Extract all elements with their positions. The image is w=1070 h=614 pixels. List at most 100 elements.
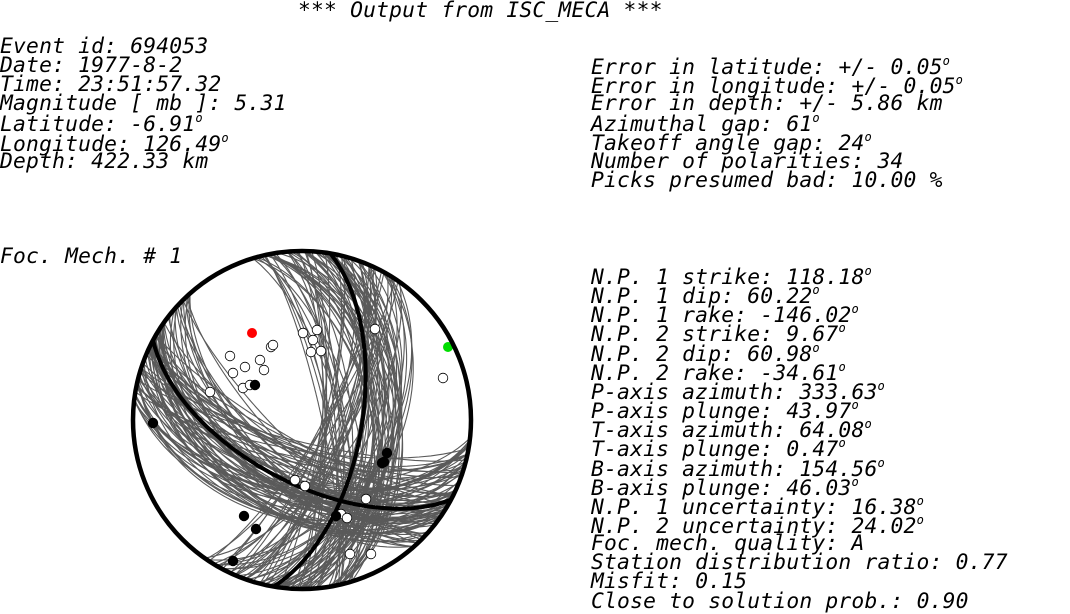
dilatation-pick [297,327,309,339]
error-unit: o [955,73,964,88]
event-line: Latitude: -6.91o [0,112,203,135]
dilatation-pick [204,386,216,398]
solution-curve-np1 [142,362,462,479]
event-label: Date: [0,53,66,79]
mechanism-line: Misfit: 0.15 [591,571,747,592]
mechanism-line: B-axis azimuth: 154.56o [591,457,885,480]
mechanism-unit: o [812,283,820,298]
solution-curve-np2 [255,257,402,584]
error-value: +/- 5.86 km [799,91,943,117]
mechanism-label: N.P. 2 dip: [591,341,735,367]
solution-curve-np2 [297,250,326,590]
solution-curve-np2 [262,255,346,585]
solution-curve-np2 [269,253,341,587]
error-value: +/- 0.05 [851,74,956,100]
dilatation-pick [365,548,377,560]
solution-curve-np1 [149,345,454,495]
mechanism-unit: o [916,493,924,508]
solution-curve-np1 [180,299,421,543]
mechanism-unit: o [864,264,872,278]
mechanism-line: Close to solution prob.: 0.90 [591,590,969,612]
mechanism-label: P-axis azimuth: [591,379,787,405]
solution-curve-np1 [158,329,445,531]
mechanism-value: 64.08 [799,418,865,444]
mechanism-unit: o [838,436,846,451]
mechanism-line: N.P. 2 uncertainty: 24.02o [591,514,924,537]
mechanism-label: Foc. mech. quality: [591,531,839,557]
event-unit: o [195,111,203,126]
mechanism-label: N.P. 1 strike: [591,265,774,290]
solution-curve-np1 [148,347,455,528]
event-value: 422.33 km [91,148,209,174]
mechanism-line: P-axis azimuth: 333.63o [591,380,885,403]
t-axis-marker [443,342,453,352]
mechanism-label: Misfit: [591,569,683,595]
compression-pick [330,510,342,522]
mechanism-label: N.P. 2 uncertainty: [591,513,839,539]
mechanism-value: 60.22 [747,284,813,310]
mechanism-line: Station distribution ratio: 0.77 [591,552,1008,573]
error-label: Error in latitude: [591,55,826,80]
error-label: Azimuthal gap: [591,112,774,138]
mechanism-value: 24.02 [851,513,917,539]
solution-curve-np2 [297,250,324,590]
error-unit: o [812,111,820,126]
mechanism-line: T-axis plunge: 0.47o [591,437,846,460]
mechanism-value: 0.47 [786,437,839,463]
dilatation-pick [341,512,353,524]
compression-pick [376,457,388,469]
error-label: Picks presumed bad: [591,167,839,193]
error-value: 24 [838,131,865,157]
mechanism-value: 333.63 [799,379,878,405]
solution-curve-np2 [279,251,403,589]
solution-curve-np2 [214,274,405,566]
solution-curve-np2 [267,254,401,586]
p-axis-marker [247,328,257,338]
error-line: Error in latitude: +/- 0.05o [591,55,950,78]
mechanism-label: Station distribution ratio: [591,550,943,576]
mechanism-value: 43.97 [786,399,852,425]
error-value: 34 [877,148,904,174]
error-value: 10.00 % [851,167,943,193]
page-header: *** Output from ISC_MECA *** [298,0,663,23]
event-line: Date: 1977-8-2 [0,55,182,76]
solution-curve-np1 [139,370,464,492]
solution-curve-np1 [137,380,467,525]
event-line: Event id: 694053 [0,36,208,57]
mechanism-unit: o [864,417,872,432]
mechanism-line: B-axis plunge: 46.03o [591,476,859,499]
error-value: 61 [786,112,813,138]
error-label: Number of polarities: [591,148,865,174]
solution-curve-np2 [262,255,390,585]
solution-curve-np1 [148,347,456,498]
stereonet-outline [130,248,474,592]
dilatation-pick [344,548,356,560]
event-value: 126.49 [143,131,222,157]
mechanism-line: T-axis azimuth: 64.08o [591,418,872,441]
solution-curve-np1 [178,303,425,537]
mechanism-unit: o [877,378,885,393]
error-unit: o [942,54,951,68]
compression-pick [249,379,261,391]
mechanism-value: 46.03 [786,475,852,501]
mechanism-value: 118.18 [786,265,865,290]
solution-curve-np2 [274,252,397,588]
event-label: Time: [0,72,66,98]
mechanism-unit: o [838,321,846,336]
event-label: Depth: [0,148,79,174]
event-value: 694053 [130,34,209,59]
dilatation-pick [227,367,239,379]
mechanism-unit: o [812,340,820,355]
solution-curve-np1 [182,299,422,541]
dilatation-pick [305,346,317,358]
mechanism-label: N.P. 1 dip: [591,284,735,310]
dilatation-pick [289,474,301,486]
dilatation-pick [224,350,236,362]
mechanism-line: N.P. 1 strike: 118.18o [591,265,872,288]
compression-pick [238,510,250,522]
mechanism-value: A [851,531,865,557]
mechanism-label: N.P. 2 strike: [591,322,774,348]
event-unit: o [221,130,229,145]
mechanism-value: -146.02 [760,303,852,329]
